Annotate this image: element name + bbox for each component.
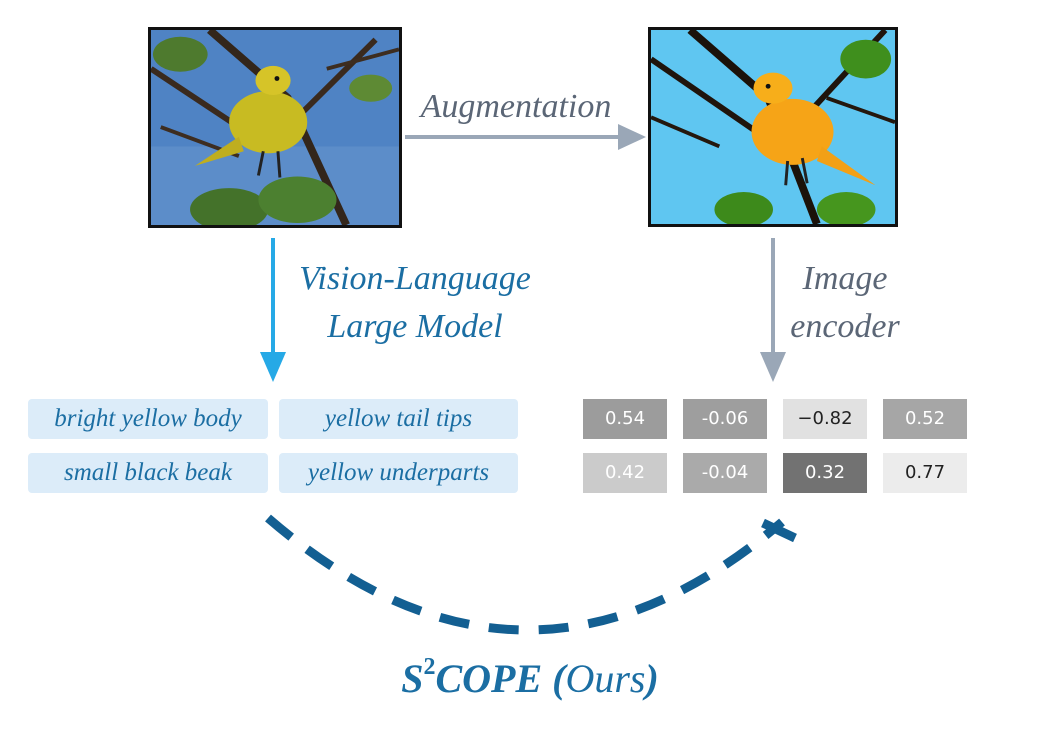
dashed-arc-connector [265,514,797,635]
attribute-chip: yellow underparts [279,453,518,493]
vlm-label-line2: Large Model [327,308,503,345]
attribute-chip: yellow tail tips [279,399,518,439]
method-name: S2COPE (Ours) [340,640,720,706]
ours-label: Ours [565,656,646,701]
method-name-rest: COPE [435,656,543,701]
embedding-cell: -0.06 [683,399,767,439]
attribute-chip: bright yellow body [28,399,268,439]
vlm-arrow [260,238,286,382]
augmentation-label: Augmentation [420,88,612,125]
embedding-cell: −0.82 [783,399,867,439]
paren-open: ( [552,656,566,701]
paren-close: ) [645,656,659,701]
embedding-cell: 0.54 [583,399,667,439]
embedding-cell: -0.04 [683,453,767,493]
embedding-cell: 0.32 [783,453,867,493]
embedding-cell: 0.42 [583,453,667,493]
original-bird-image [148,27,402,228]
augmentation-arrow [405,124,646,150]
encoder-label-line1: Image [802,260,888,297]
vlm-label-line1: Vision-Language [299,260,531,297]
method-name-superscript: 2 [423,654,436,680]
encoder-arrow [760,238,786,382]
augmented-bird-image [648,27,898,227]
encoder-label-line2: encoder [790,308,900,345]
embedding-cell: 0.52 [883,399,967,439]
method-name-s: S [401,656,424,701]
embedding-cell: 0.77 [883,453,967,493]
attribute-chip: small black beak [28,453,268,493]
